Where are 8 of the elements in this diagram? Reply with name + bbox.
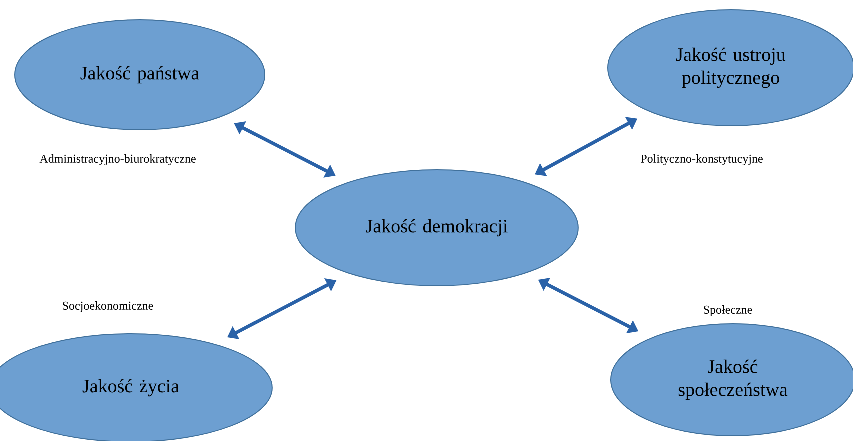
arrow-label: Socjoekonomiczne [63, 302, 154, 312]
ellipse-node: Jakość społeczeństwa [610, 324, 853, 436]
arrow-label: Polityczno-konstytucyjne [641, 154, 763, 166]
ellipse-node: Jakość demokracji [295, 170, 579, 286]
ellipse-node: Jakość państwa [14, 20, 266, 130]
arrow-label: Administracyjno-biurokratyczne [40, 154, 196, 166]
ellipse-node: Jakość ustroju politycznego [608, 10, 853, 126]
ellipse-node: Jakość życia [0, 334, 273, 441]
